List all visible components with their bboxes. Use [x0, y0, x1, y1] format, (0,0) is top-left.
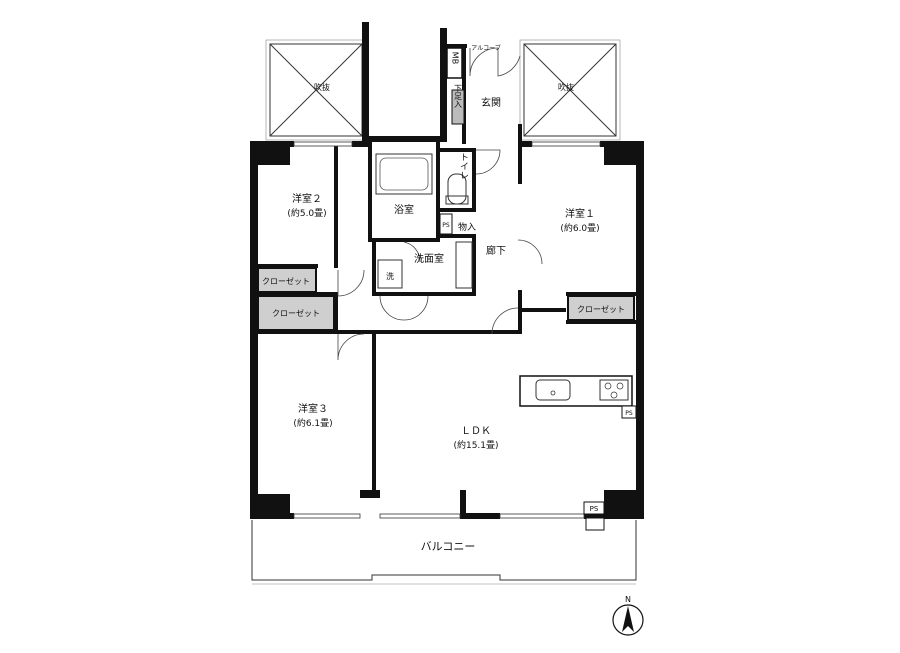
ps-label-storage: PS — [442, 222, 450, 229]
room-western3-size: (約6.1畳) — [293, 417, 332, 429]
room-ldk-size: (約15.1畳) — [453, 439, 498, 451]
north-compass — [612, 604, 644, 636]
room-western1-name: 洋室１ — [565, 207, 595, 220]
void-label-right: 吹抜 — [558, 82, 574, 92]
pipe-shaft-balcony — [583, 501, 605, 531]
room-corridor-label: 廊下 — [486, 244, 506, 257]
void-label-left: 吹抜 — [314, 82, 330, 92]
room-western2-size: (約5.0畳) — [287, 207, 326, 219]
room-western3-name: 洋室３ — [298, 402, 328, 415]
windows — [293, 141, 601, 519]
toilet-fixture — [445, 173, 469, 205]
interior-walls — [258, 124, 636, 498]
closet-western2 — [257, 267, 317, 293]
room-western2-name: 洋室２ — [292, 192, 322, 205]
closet-label-western3: クローゼット — [272, 308, 320, 318]
closet-western1 — [567, 295, 635, 321]
closet-label-western2: クローゼット — [262, 276, 310, 286]
washer-space — [377, 259, 403, 289]
ps-label-kitchen: PS — [625, 410, 633, 417]
balcony-label: バルコニー — [421, 540, 476, 553]
ps-label-balcony: PS — [590, 505, 599, 513]
balcony-area — [251, 520, 637, 585]
closet-western3 — [257, 295, 335, 331]
kitchen-counter — [519, 375, 633, 407]
closet-label-western1: クローゼット — [577, 304, 625, 314]
compass-north-label: N — [625, 595, 631, 604]
meter-box — [446, 47, 463, 79]
bathtub — [375, 153, 433, 195]
vanity — [455, 241, 473, 289]
door-swings — [337, 47, 543, 361]
room-bath-label: 浴室 — [394, 203, 414, 216]
pipe-shaft-storage — [439, 213, 453, 235]
washer-label: 洗 — [386, 271, 394, 281]
shoe-box-label: 下足入 — [454, 84, 463, 108]
void-right — [519, 39, 621, 141]
room-washroom-label: 洗面室 — [414, 252, 444, 265]
meter-box-label: MB — [451, 52, 460, 64]
room-toilet-label: トイレ — [458, 153, 469, 180]
exterior-walls — [250, 22, 644, 519]
pipe-shaft-kitchen — [621, 405, 637, 419]
shoe-box — [451, 89, 465, 125]
room-entrance-label: 玄関 — [481, 96, 501, 109]
room-ldk-name: ＬＤＫ — [461, 426, 491, 437]
alcove-label: アルコーブ — [471, 44, 500, 52]
room-storage-label: 物入 — [458, 221, 476, 233]
room-western1-size: (約6.0畳) — [560, 222, 599, 234]
